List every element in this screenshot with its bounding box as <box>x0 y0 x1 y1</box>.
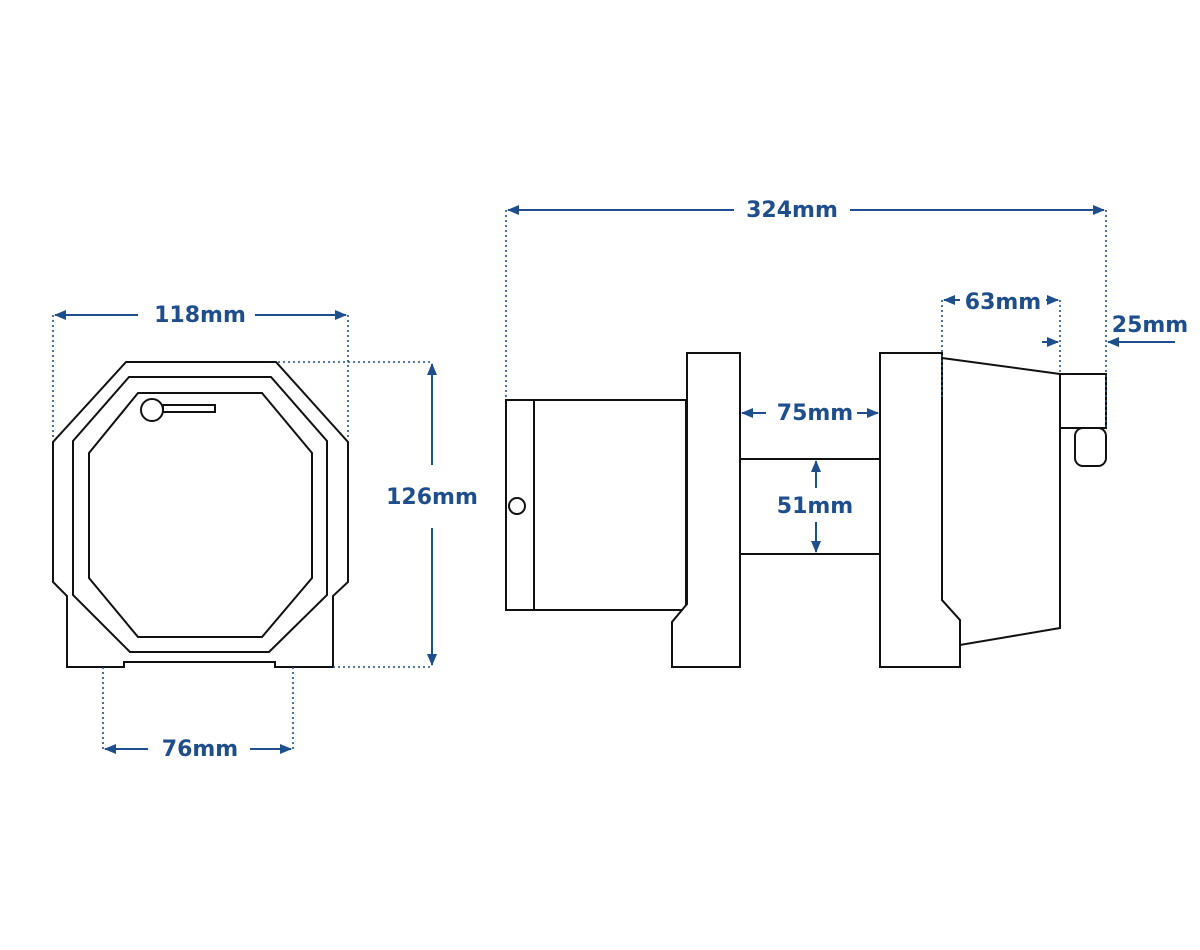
front-view <box>52 361 349 668</box>
label-front-width: 118mm <box>154 303 246 328</box>
side-gearbox <box>533 399 687 611</box>
side-left-bracket <box>671 352 741 668</box>
side-drum <box>739 458 881 555</box>
side-clutch-knob <box>508 497 526 515</box>
label-overall-length: 324mm <box>746 198 838 223</box>
front-knob <box>140 398 164 422</box>
dimension-labels: 118mm 126mm 76mm 324mm 75mm 51mm 63mm 25… <box>154 198 1188 762</box>
side-end-cap <box>1059 373 1107 429</box>
front-middle-frame <box>72 376 328 653</box>
label-drum-diameter: 51mm <box>777 494 853 519</box>
label-end-cap: 25mm <box>1112 313 1188 338</box>
front-handle-bar <box>162 404 216 413</box>
dimension-lines <box>52 205 1175 754</box>
front-outer-housing <box>52 361 349 668</box>
side-motor <box>941 356 1061 647</box>
label-motor-length: 63mm <box>965 290 1041 315</box>
side-terminal <box>1074 427 1107 467</box>
front-inner-frame <box>88 392 313 638</box>
side-view <box>505 352 1107 668</box>
label-drum-length: 75mm <box>777 401 853 426</box>
label-front-height: 126mm <box>386 485 478 510</box>
label-front-base-width: 76mm <box>162 737 238 762</box>
